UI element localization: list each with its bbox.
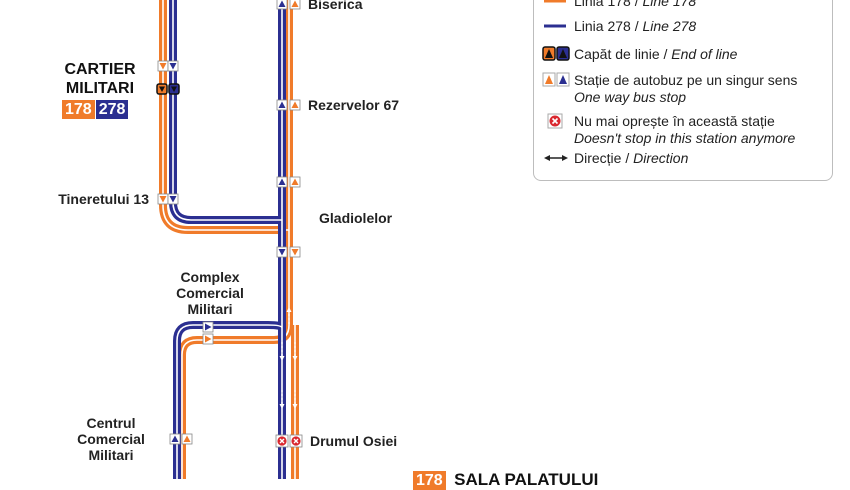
badge-178-sala: 178	[413, 471, 446, 490]
station-drumul-osiei: Drumul Osiei	[310, 433, 398, 449]
legend-line278-ro: Linia 278 /	[574, 18, 643, 34]
terminus-cartier-178	[156, 83, 168, 95]
stop-cartier-178	[157, 60, 169, 72]
stop-centrul-178	[181, 433, 193, 445]
complex-line2: Comercial	[176, 285, 244, 301]
blue-line-swatch	[544, 24, 566, 28]
stop-gladiolelor-178-down	[289, 246, 301, 258]
track-center-line	[172, 0, 283, 479]
stop-cartier-278	[167, 60, 179, 72]
stop-gladiolelor-278-down	[276, 246, 288, 258]
track-center-line	[162, 0, 296, 479]
line-278-path	[169, 0, 286, 479]
route-map	[156, 0, 303, 479]
legend-direction-ro: Direcție /	[574, 150, 634, 166]
complex-line1: Complex	[180, 269, 240, 285]
legend-end-en: End of line	[671, 46, 738, 62]
legend-line278-en: Line 278	[642, 18, 697, 34]
direction-arrows-icon	[544, 155, 568, 161]
no-stop-icon	[547, 113, 563, 129]
legend-end-ro: Capăt de linie /	[574, 46, 672, 62]
station-rezervelor: Rezervelor 67	[308, 97, 400, 113]
stops-layer	[156, 0, 303, 448]
stop-gladiolelor-178-up	[289, 176, 301, 188]
centrul-line3: Militari	[88, 447, 134, 463]
stop-rezervelor-178	[289, 99, 301, 111]
line-178-path	[159, 0, 299, 479]
end-of-line-icon	[542, 46, 570, 61]
legend-nostop-ro: Nu mai oprește în această stație	[574, 113, 775, 129]
stop-centrul-278	[169, 433, 181, 445]
stop-tineretului-278	[167, 193, 179, 205]
direction-arrow-178-2	[292, 390, 298, 409]
terminus-cartier-278	[168, 83, 180, 95]
one-way-stop-icon	[542, 72, 570, 87]
station-complex-comercial: Complex Comercial Militari	[160, 269, 260, 317]
station-cartier-line2: MILITARI	[65, 80, 135, 97]
stop-tineretului-178	[157, 193, 169, 205]
direction-arrow-up	[286, 307, 292, 326]
legend: Linia 178 / Line 178 Linia 278 / Line 27…	[533, 0, 833, 181]
station-cartier-militari: CARTIER MILITARI	[55, 60, 145, 98]
stop-drumul-osiei-cancel-278	[275, 434, 289, 448]
stop-complex-278	[202, 321, 214, 333]
stop-biserica-178	[289, 0, 301, 10]
station-gladiolelor: Gladiolelor	[319, 210, 393, 226]
centrul-line2: Comercial	[77, 431, 145, 447]
station-biserica: Biserica	[308, 0, 363, 12]
legend-nostop-en: Doesn't stop in this station anymore	[574, 130, 796, 146]
legend-oneway-ro: Stație de autobuz pe un singur sens	[574, 72, 798, 88]
sala-palatului-label: SALA PALATULUI	[454, 470, 599, 489]
centrul-line1: Centrul	[86, 415, 136, 431]
direction-arrow-278-2	[279, 390, 285, 409]
direction-arrow-278-1	[279, 342, 285, 361]
direction-arrow-178-1	[292, 342, 298, 361]
legend-direction-en: Direction	[633, 150, 689, 166]
stop-rezervelor-278	[276, 99, 288, 111]
badge-278: 278	[95, 100, 129, 119]
station-sala-palatului: 178 SALA PALATULUI	[413, 470, 598, 490]
station-centrul-comercial: Centrul Comercial Militari	[60, 415, 162, 463]
station-cartier-line1: CARTIER	[64, 61, 136, 78]
stop-biserica-278	[276, 0, 288, 10]
stop-gladiolelor-278-up	[276, 176, 288, 188]
stop-drumul-osiei-cancel-178	[289, 434, 303, 448]
legend-line178-ro: Linia 178 /	[574, 0, 643, 9]
legend-line178-en: Line 178	[642, 0, 697, 9]
stop-complex-178	[202, 333, 214, 345]
legend-oneway-en: One way bus stop	[574, 89, 687, 105]
station-tineretului: Tineretului 13	[58, 191, 149, 207]
orange-line-swatch	[544, 0, 566, 3]
badge-178: 178	[62, 100, 95, 119]
complex-line3: Militari	[187, 301, 233, 317]
